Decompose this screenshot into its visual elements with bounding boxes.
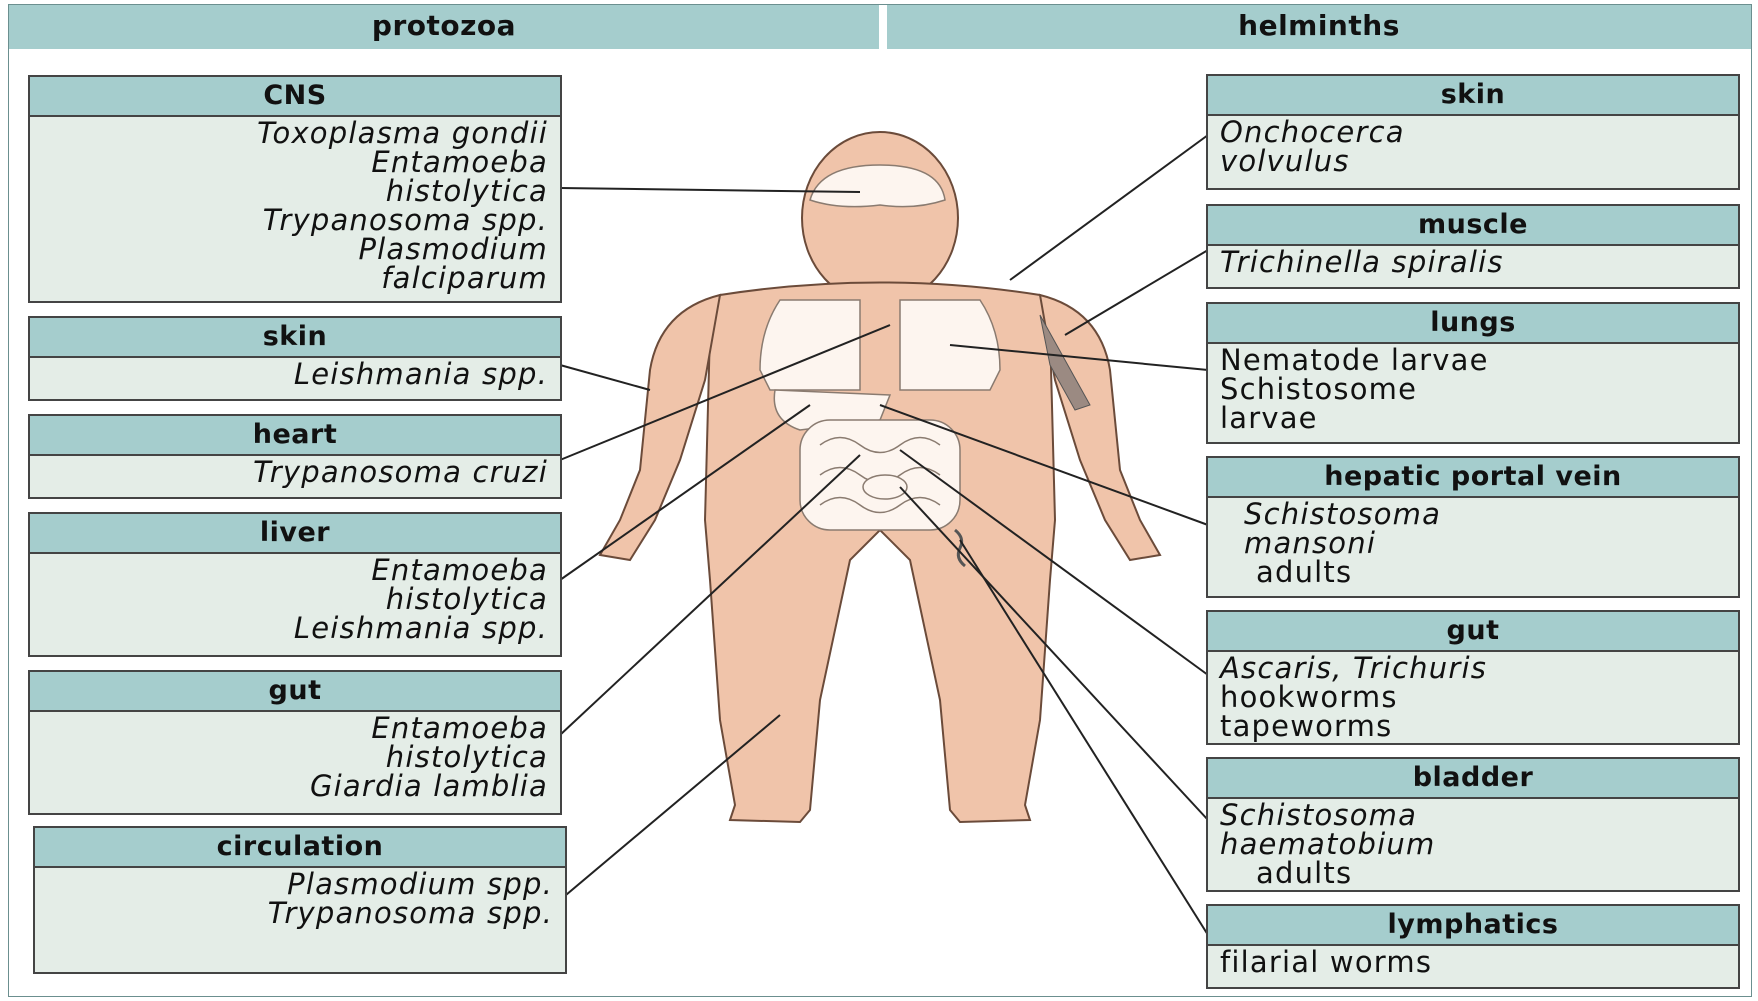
box-title: skin: [30, 318, 560, 358]
box-title: lungs: [1208, 304, 1738, 344]
organism-line: Ascaris, Trichuris: [1220, 654, 1726, 683]
organism-line: Plasmodium spp.: [47, 870, 553, 899]
box-body: Trypanosoma cruzi: [30, 456, 560, 487]
organism-line: Trypanosoma spp.: [42, 206, 548, 235]
organism-line: Leishmania spp.: [42, 614, 548, 643]
box-title: lymphatics: [1208, 906, 1738, 946]
organism-line: falciparum: [42, 264, 548, 293]
box-title: heart: [30, 416, 560, 456]
organism-line: Schistosoma: [1220, 801, 1726, 830]
organism-line: histolytica: [42, 585, 548, 614]
box-title: circulation: [35, 828, 565, 868]
organism-line: mansoni: [1220, 529, 1726, 558]
organism-line: adults: [1220, 859, 1726, 888]
box-body: Leishmania spp.: [30, 358, 560, 389]
box-title: skin: [1208, 76, 1738, 116]
leader-muscle: [1065, 250, 1208, 335]
box-title: gut: [30, 672, 560, 712]
organism-line: Entamoeba: [42, 148, 548, 177]
organism-line: Onchocerca: [1220, 118, 1726, 147]
organism-line: Toxoplasma gondii: [42, 119, 548, 148]
box-title: liver: [30, 514, 560, 554]
organism-line: Nematode larvae: [1220, 346, 1726, 375]
leader-skin-protozoa: [560, 365, 650, 390]
box-title: muscle: [1208, 206, 1738, 246]
organism-line: haematobium: [1220, 830, 1726, 859]
organism-line: Giardia lamblia: [42, 772, 548, 801]
organism-line: volvulus: [1220, 147, 1726, 176]
box-title: CNS: [30, 77, 560, 117]
organism-line: Entamoeba: [42, 714, 548, 743]
organism-line: Entamoeba: [42, 556, 548, 585]
organism-line: Trypanosoma cruzi: [42, 458, 548, 487]
organism-line: histolytica: [42, 177, 548, 206]
organism-line: adults: [1220, 558, 1726, 587]
organism-line: larvae: [1220, 404, 1726, 433]
leader-skin-helminths: [1010, 135, 1208, 280]
box-body: Trichinella spiralis: [1208, 246, 1738, 277]
box-title: gut: [1208, 612, 1738, 652]
box-title: bladder: [1208, 759, 1738, 799]
box-body: Plasmodium spp.Trypanosoma spp.: [35, 868, 565, 928]
organism-line: Schistosome: [1220, 375, 1726, 404]
box-title: hepatic portal vein: [1208, 458, 1738, 498]
organism-line: Schistosoma: [1220, 500, 1726, 529]
organism-line: Trichinella spiralis: [1220, 248, 1726, 277]
organism-line: filarial worms: [1220, 948, 1726, 977]
organism-line: Plasmodium: [42, 235, 548, 264]
organism-line: Trypanosoma spp.: [47, 899, 553, 928]
organism-line: Leishmania spp.: [42, 360, 548, 389]
organism-line: tapeworms: [1220, 712, 1726, 741]
organism-line: histolytica: [42, 743, 548, 772]
organism-line: hookworms: [1220, 683, 1726, 712]
box-body: filarial worms: [1208, 946, 1738, 977]
